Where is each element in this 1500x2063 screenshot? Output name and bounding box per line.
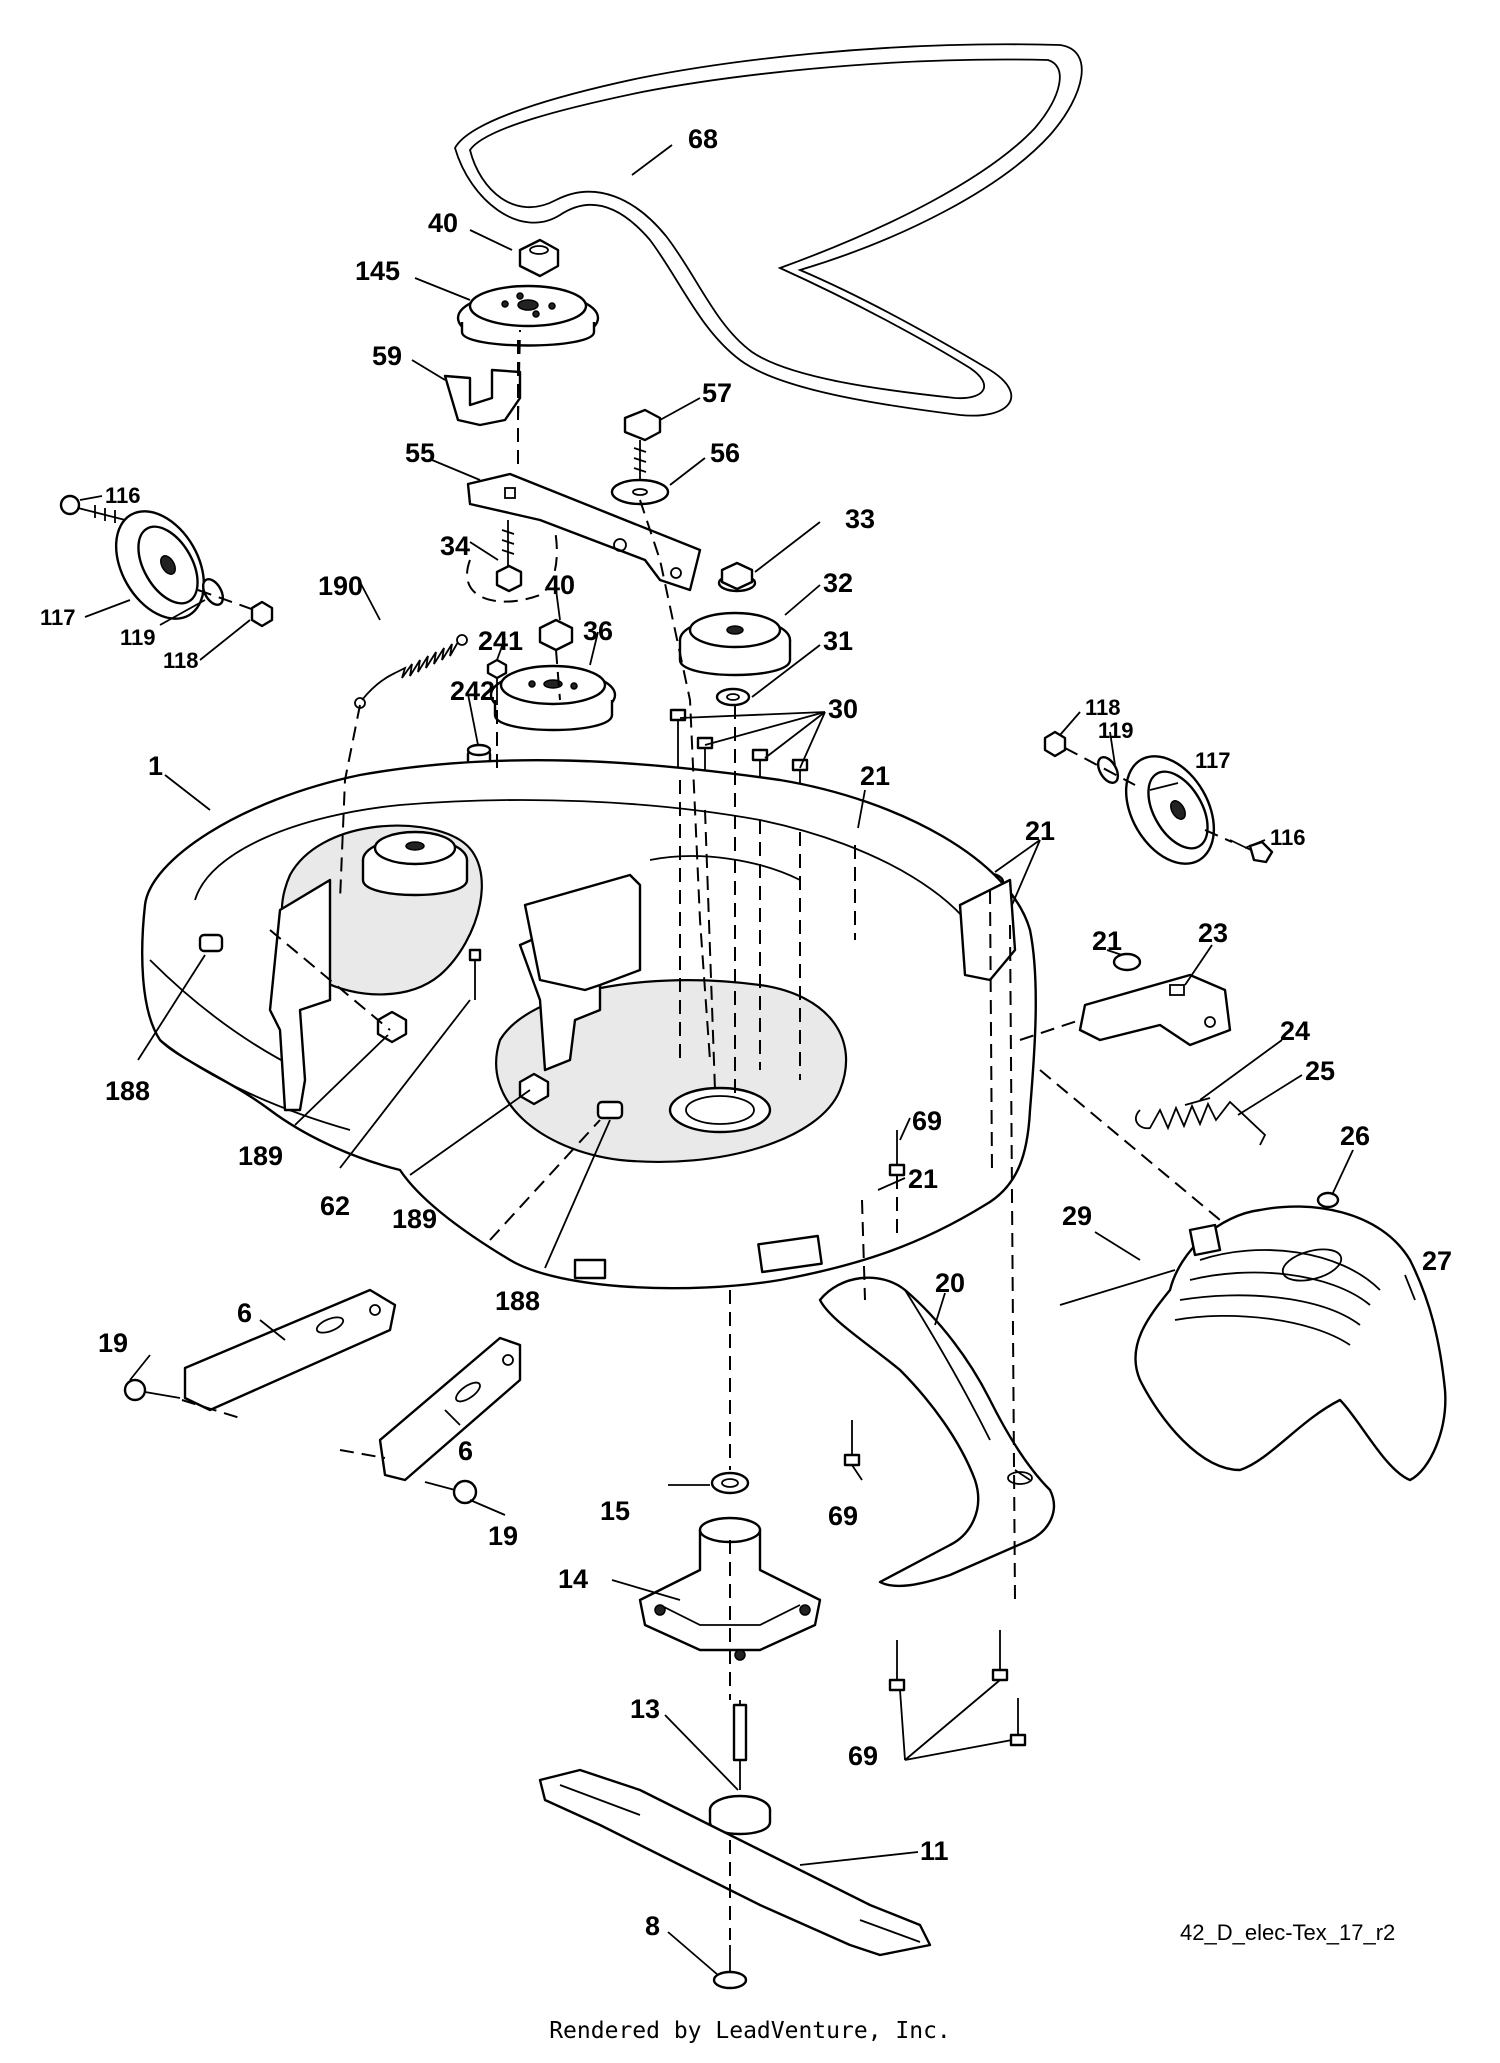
- part-57-bolt: [623, 408, 662, 480]
- callout-19: 19: [98, 1328, 128, 1358]
- callout-1: 1: [148, 751, 163, 781]
- callout-25: 25: [1305, 1056, 1335, 1086]
- part-33-nut: [717, 561, 757, 593]
- callout-242: 242: [450, 676, 495, 706]
- part-20-baffle: [818, 1276, 1056, 1588]
- part-69-bolts: [843, 1130, 1027, 1747]
- part-119-washer-left: [201, 578, 225, 606]
- callout-31: 31: [823, 626, 853, 656]
- part-1-mower-deck: [141, 758, 1037, 1290]
- callout-188: 188: [495, 1286, 540, 1316]
- callout-32: 32: [823, 568, 853, 598]
- part-145-idler-pulley: [456, 284, 600, 347]
- part-6-bracket-lower: [378, 1336, 522, 1482]
- part-30-bolts: [669, 708, 809, 832]
- part-23-bracket: [1078, 973, 1232, 1047]
- callout-21: 21: [1092, 926, 1122, 956]
- part-8-blade-bolt: [712, 1945, 748, 1990]
- callout-20: 20: [935, 1268, 965, 1298]
- callout-23: 23: [1198, 918, 1228, 948]
- part-118-nut-right: [1043, 730, 1067, 758]
- callout-119: 119: [120, 625, 156, 650]
- part-40-nut-top: [518, 238, 560, 278]
- callout-11: 11: [920, 1836, 949, 1866]
- callout-57: 57: [702, 378, 732, 408]
- part-40-nut-middle: [538, 618, 574, 652]
- callout-118: 118: [1085, 695, 1121, 720]
- part-55-idler-arm: [466, 472, 702, 592]
- callout-40: 40: [428, 208, 458, 238]
- callout-69: 69: [912, 1106, 942, 1136]
- part-6-bracket-upper: [183, 1288, 397, 1412]
- callout-118: 118: [163, 648, 199, 673]
- callout-117: 117: [40, 605, 76, 630]
- callout-29: 29: [1062, 1201, 1092, 1231]
- drawing-reference: 42_D_elec-Tex_17_r2: [1180, 1920, 1395, 1945]
- part-68-belt: [454, 43, 1083, 417]
- part-32-pulley: [678, 611, 792, 677]
- callout-190: 190: [318, 571, 363, 601]
- callout-241: 241: [478, 626, 523, 656]
- callout-188: 188: [105, 1076, 150, 1106]
- part-25-spring: [1135, 1100, 1267, 1146]
- part-19-bolt-upper: [123, 1378, 181, 1402]
- callout-21: 21: [1025, 816, 1055, 846]
- callout-69: 69: [848, 1741, 878, 1771]
- part-15-bearing: [710, 1471, 750, 1495]
- part-36-idler-pulley: [489, 664, 617, 732]
- part-59-belt-guide: [443, 368, 522, 427]
- callout-36: 36: [583, 616, 613, 646]
- callout-26: 26: [1340, 1121, 1370, 1151]
- part-19-bolt-lower: [424, 1479, 478, 1505]
- callout-30: 30: [828, 694, 858, 724]
- callout-34: 34: [440, 531, 470, 561]
- callout-19: 19: [488, 1521, 518, 1551]
- callout-56: 56: [710, 438, 740, 468]
- callout-69: 69: [828, 1501, 858, 1531]
- part-34-bolt: [495, 520, 523, 593]
- leader-lines: [79, 144, 1416, 1976]
- callout-labels: 68 40 145 59 57 56 55 33 116 34 32 40 19…: [40, 124, 1452, 1941]
- part-11-blade: [538, 1768, 932, 1957]
- callout-24: 24: [1280, 1016, 1310, 1046]
- part-116-bolt-right: [1229, 839, 1274, 864]
- callout-117: 117: [1195, 748, 1231, 773]
- part-29-rod: [1059, 1269, 1176, 1306]
- part-26-washer: [1316, 1191, 1340, 1209]
- callout-27: 27: [1422, 1246, 1452, 1276]
- callout-14: 14: [558, 1564, 588, 1594]
- callout-116: 116: [105, 483, 141, 508]
- part-118-nut-left: [250, 600, 274, 628]
- callout-15: 15: [600, 1496, 630, 1526]
- callout-189: 189: [238, 1141, 283, 1171]
- part-13-spindle-shaft: [708, 1700, 772, 1836]
- callout-62: 62: [320, 1191, 350, 1221]
- part-117-wheel-right: [1124, 755, 1216, 865]
- callout-145: 145: [355, 256, 400, 286]
- callout-59: 59: [372, 341, 402, 371]
- part-24-pin: [1184, 1097, 1211, 1106]
- callout-55: 55: [405, 438, 435, 468]
- callout-13: 13: [630, 1694, 660, 1724]
- callout-119: 119: [1098, 718, 1134, 743]
- part-27-discharge-chute: [1134, 1205, 1447, 1482]
- callout-21: 21: [860, 761, 890, 791]
- footer-credit: Rendered by LeadVenture, Inc.: [549, 2018, 951, 2044]
- callout-116: 116: [1270, 825, 1306, 850]
- callout-40: 40: [545, 570, 575, 600]
- callout-6: 6: [237, 1298, 252, 1328]
- part-56-washer: [610, 478, 670, 506]
- callout-68: 68: [688, 124, 718, 154]
- part-31-spacer: [715, 687, 751, 707]
- callout-33: 33: [845, 504, 875, 534]
- callout-189: 189: [392, 1204, 437, 1234]
- callout-21: 21: [908, 1164, 938, 1194]
- callout-8: 8: [645, 1911, 660, 1941]
- part-190-spring: [354, 634, 468, 709]
- part-117-wheel-left: [114, 510, 206, 620]
- callout-6: 6: [458, 1436, 473, 1466]
